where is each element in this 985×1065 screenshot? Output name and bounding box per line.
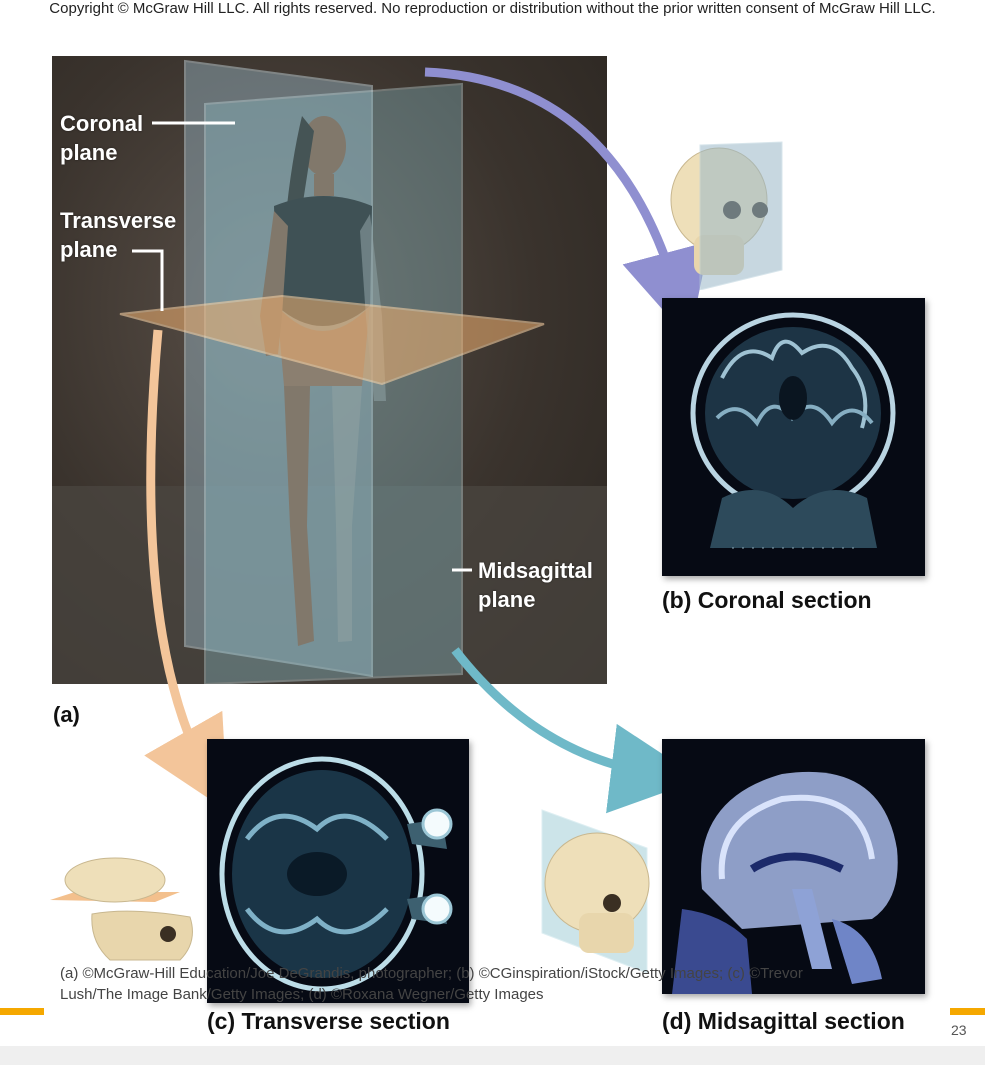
midsagittal-plane [204,82,463,684]
accent-bar-left [0,1008,44,1015]
transverse-section-caption: (c) Transverse section [207,1008,450,1034]
skull-coronal-icon [670,141,783,290]
page-number: 23 [951,1022,967,1038]
midsagittal-plane-label: Midsagittal plane [478,558,593,612]
coronal-section-caption: (b) Coronal section [662,587,872,613]
accent-bar-right [950,1008,985,1015]
midsagittal-section-caption: (d) Midsagittal section [662,1008,905,1034]
image-credits: (a) ©McGraw-Hill Education/Joe DeGrandis… [60,965,803,1003]
coronal-plane-label: Coronal plane [60,111,144,165]
footer-bar [0,1046,985,1065]
transverse-plane-label: Transverse plane [60,208,177,262]
skull-transverse-icon [50,857,193,961]
midsagittal-section-scan [662,739,925,994]
figure-a-photo: Coronal plane Transverse plane Midsagitt… [52,56,607,684]
body-planes-illustration [52,59,607,684]
copyright-notice: Copyright © McGraw Hill LLC. All rights … [49,0,936,17]
skull-midsagittal-icon [541,809,650,973]
panel-a-label: (a) [53,702,80,727]
transverse-section-scan [207,739,469,1003]
transverse-plane [119,294,545,386]
coronal-section-scan [662,298,925,576]
